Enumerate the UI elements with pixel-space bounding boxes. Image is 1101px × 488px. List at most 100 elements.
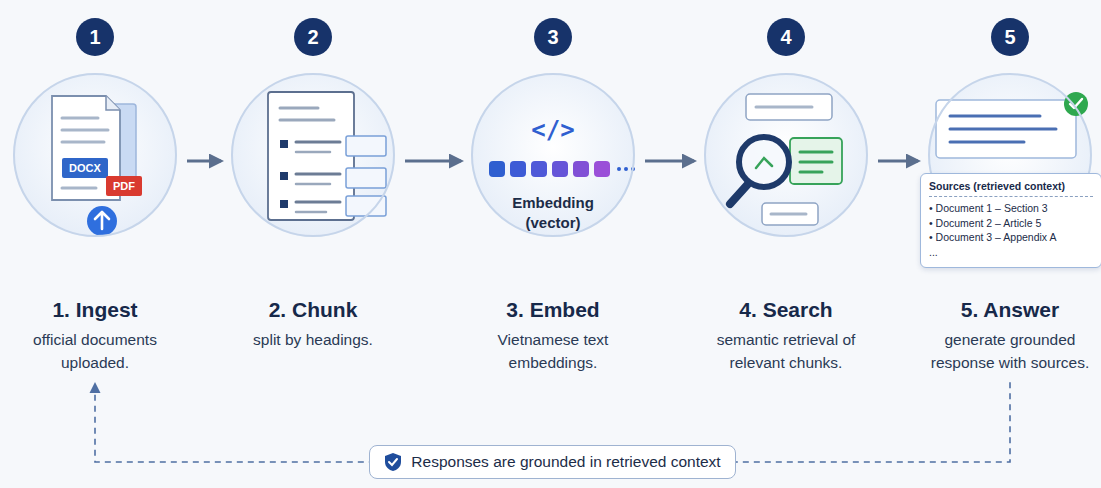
answer-icon — [936, 92, 1088, 158]
document-icon-part — [87, 206, 117, 236]
icon-label: PDF — [113, 180, 135, 192]
flow-arrow — [187, 160, 221, 163]
source-item: • Document 1 – Section 3 — [929, 201, 1093, 216]
chunk-icon-part — [296, 141, 340, 144]
answer-icon-part — [936, 100, 1076, 158]
edge-label: Responses are grounded in retrieved cont… — [369, 445, 735, 479]
search-icon-part — [762, 203, 818, 225]
chunk-icon-part — [280, 119, 334, 122]
callout-number: 1 — [76, 18, 114, 56]
chunk-icon-part — [296, 183, 330, 186]
step-circle — [13, 73, 177, 237]
answer-icon-part — [950, 128, 1056, 131]
embedding-icon — [489, 161, 635, 177]
step-title: 1. Ingest — [10, 297, 180, 323]
step-circle — [231, 73, 395, 237]
circle-fill-part — [704, 73, 868, 237]
chunk-icon-part — [280, 107, 318, 110]
search-icon-part — [746, 94, 832, 120]
chunk-icon-part — [280, 140, 288, 148]
document-icon-part — [106, 96, 120, 110]
step-node: 5. Answer generate grounded response with… — [910, 73, 1101, 374]
search-icon-part — [790, 138, 842, 184]
shield-icon — [384, 452, 402, 472]
flow-arrow — [405, 160, 461, 163]
document-icon-part — [62, 187, 96, 190]
embedding-icon-part — [624, 167, 628, 171]
document-icon-part — [62, 129, 108, 132]
chunk-icon-part — [346, 168, 386, 188]
embedding-icon-part — [531, 161, 547, 177]
document-icon-part — [62, 117, 98, 120]
document-icon-part — [95, 212, 109, 229]
step-node: 4. Searchsemantic retrieval of relevant … — [686, 73, 886, 374]
answer-icon-part — [1064, 92, 1088, 116]
step-description: Vietnamese text embeddings. — [468, 329, 638, 374]
embedding-icon-part — [594, 161, 610, 177]
circle-fill — [13, 73, 1092, 237]
step-circle — [471, 73, 635, 237]
chunk-icon-part — [296, 151, 330, 154]
circle-caption: Embedding (vector) — [488, 193, 618, 232]
source-item: • Document 2 – Article 5 — [929, 216, 1093, 231]
circle-fill-part — [471, 73, 635, 237]
step-node: 2. Chunk split by headings. — [213, 73, 413, 352]
callout-number: 2 — [294, 18, 332, 56]
chunk-icon-part — [296, 211, 326, 214]
chunk-icon-part — [346, 136, 386, 156]
step-circle — [704, 73, 868, 237]
embedding-icon-part — [489, 161, 505, 177]
search-icon-part — [800, 161, 832, 164]
document-icon-part — [62, 141, 104, 144]
search-icon-part — [771, 213, 806, 216]
step-description: split by headings. — [228, 329, 398, 351]
search-icon-part — [756, 158, 772, 168]
answer-icon-part — [1070, 99, 1082, 108]
chunk-icon-part — [296, 173, 340, 176]
answer-icon-part — [950, 115, 1040, 118]
chunk-icon-part — [280, 172, 288, 180]
icon-label: DOCX — [69, 162, 101, 174]
source-item: • Document 3 – Appendix A — [929, 230, 1093, 245]
circle-fill-part — [231, 73, 395, 237]
chunk-icon — [268, 92, 386, 220]
step-title: 2. Chunk — [228, 297, 398, 323]
embedding-icon-part — [631, 167, 635, 171]
search-icon — [730, 94, 842, 225]
embedding-icon-part — [617, 167, 621, 171]
icon-label: </> — [531, 116, 574, 144]
loop-label: Responses are grounded in retrieved cont… — [411, 453, 720, 471]
chunk-icon-part — [296, 201, 340, 204]
step-description: official documents uploaded. — [10, 329, 180, 374]
shield-icon-body — [385, 453, 401, 471]
document-icon-part — [62, 158, 108, 178]
flow-arrow — [878, 160, 918, 163]
callout-number: 3 — [534, 18, 572, 56]
search-icon-part — [800, 171, 822, 174]
callout-number: 4 — [767, 18, 805, 56]
callout-number: 5 — [991, 18, 1029, 56]
embedding-icon-part — [573, 161, 589, 177]
embedding-icon-part — [510, 161, 526, 177]
shield-icon-check — [389, 459, 397, 465]
chunk-icon-part — [346, 196, 386, 216]
search-icon-part — [756, 106, 812, 109]
document-icon-part — [106, 176, 142, 196]
chunk-icon-part — [280, 200, 288, 208]
sources-card: Sources (retrieved context) • Document 1 … — [920, 173, 1101, 268]
document-icon — [52, 96, 142, 236]
search-icon-part — [730, 184, 748, 204]
flow-arrow — [645, 160, 694, 163]
search-icon-part — [739, 137, 789, 187]
step-title: 3. Embed — [468, 297, 638, 323]
answer-icon-part — [950, 141, 1024, 144]
step-title: 5. Answer — [925, 297, 1095, 323]
source-item: ... — [929, 245, 1093, 260]
step-node: 1. Ingest official documents uploaded. — [0, 73, 195, 374]
card-title: Sources (retrieved context) — [929, 180, 1093, 197]
step-title: 4. Search — [701, 297, 871, 323]
circle-fill-part — [13, 73, 177, 237]
chunk-icon-part — [268, 92, 354, 220]
step-description: generate grounded response with sources. — [925, 329, 1095, 374]
